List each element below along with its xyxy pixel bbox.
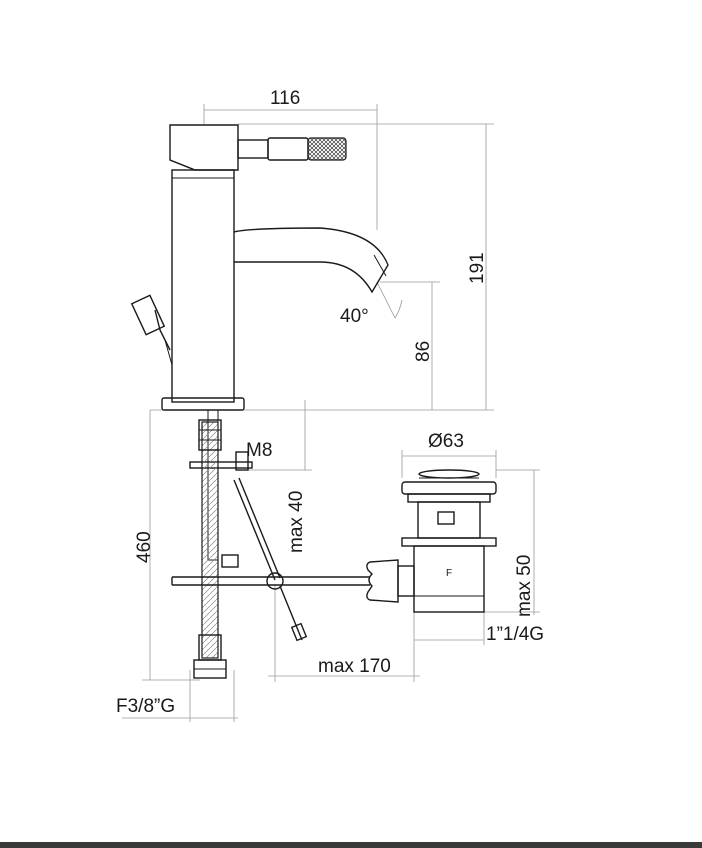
faucet-body (130, 124, 389, 411)
label-width: 116 (270, 88, 300, 109)
dimension-labels: 116 191 40° 86 M8 max 40 460 Ø63 max 50 … (116, 88, 544, 717)
waste-assembly: F (401, 469, 497, 613)
pivot-nut (366, 559, 399, 603)
label-hose-thread: F3/8”G (116, 696, 175, 717)
label-spout-height: 86 (413, 341, 434, 362)
under-sink-fittings (171, 409, 415, 679)
knurled-grip (307, 137, 347, 161)
flexible-hose (201, 421, 219, 659)
waste-tail (413, 545, 485, 613)
label-max-50: max 50 (514, 555, 535, 617)
hose-top-fitting (198, 419, 222, 451)
label-460: 460 (134, 531, 155, 563)
bottom-edge-bar (0, 842, 702, 848)
label-m8: M8 (246, 440, 272, 461)
label-max-170: max 170 (318, 656, 391, 677)
fixing-washer (189, 461, 253, 469)
waste-marking: F (446, 568, 452, 579)
label-height-191: 191 (467, 252, 488, 284)
popup-knob (130, 294, 166, 336)
label-spout-angle: 40° (340, 306, 369, 327)
waste-cap (401, 481, 497, 495)
dimension-lines (122, 104, 540, 722)
lever-housing (169, 124, 239, 171)
faucet-base (161, 397, 245, 411)
spout (233, 227, 389, 294)
label-waste-diameter: Ø63 (428, 431, 464, 452)
lever-collar (237, 139, 269, 159)
faucet-column (171, 169, 235, 403)
clamp-screw (266, 572, 284, 590)
waste-body (417, 501, 481, 539)
label-max-40: max 40 (286, 491, 307, 553)
label-waste-thread: 1”1/4G (486, 624, 544, 645)
